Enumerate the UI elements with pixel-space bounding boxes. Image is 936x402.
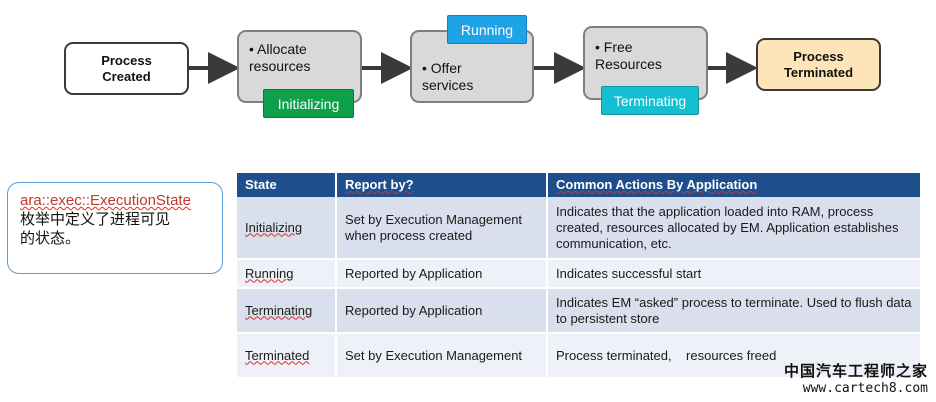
- header-actions: Common Actions By Application: [547, 173, 922, 197]
- header-report-by: Report by?: [336, 173, 548, 197]
- state-table: State Report by? Common Actions By Appli…: [237, 173, 922, 379]
- watermark-cn: 中国汽车工程师之家: [783, 362, 928, 380]
- report-cell: Reported by Application: [336, 288, 548, 334]
- offer-line-2: services: [422, 77, 474, 93]
- note-line-1: ara::exec::ExecutionState: [20, 192, 191, 209]
- report-cell: Set by Execution Management: [336, 333, 548, 379]
- report-cell: Reported by Application: [336, 259, 548, 289]
- state-cell: Initializing: [237, 197, 337, 260]
- badge-initializing: Initializing: [263, 89, 354, 118]
- badge-terminating: Terminating: [601, 86, 699, 115]
- allocate-line-2: resources: [249, 58, 311, 74]
- execution-state-note: ara::exec::ExecutionState 枚举中定义了进程可见 的状态…: [7, 182, 223, 274]
- actions-cell: Indicates EM “asked” process to terminat…: [547, 288, 922, 334]
- actions-cell: Process terminated, resources freed: [547, 333, 922, 379]
- watermark-url: www.cartech8.com: [802, 381, 928, 396]
- state-cell: Terminated: [237, 333, 337, 379]
- free-line-2: Resources: [595, 56, 662, 72]
- state-cell: Terminating: [237, 288, 337, 334]
- process-created-node: Process Created: [64, 42, 189, 95]
- note-line-2: 枚举中定义了进程可见: [20, 211, 171, 228]
- actions-cell: Indicates successful start: [547, 259, 922, 289]
- actions-cell: Indicates that the application loaded in…: [547, 197, 922, 260]
- state-cell: Running: [237, 259, 337, 289]
- badge-running: Running: [447, 15, 527, 44]
- free-line-1: • Free: [595, 39, 633, 55]
- table-row: Terminated Set by Execution Management P…: [237, 333, 922, 379]
- flow-arrows: [189, 52, 758, 84]
- report-cell: Set by Execution Management when process…: [336, 197, 548, 260]
- header-state: State: [237, 173, 337, 197]
- offer-line-1: • Offer: [422, 60, 462, 76]
- table-row: Running Reported by Application Indicate…: [237, 259, 922, 289]
- watermark: 中国汽车工程师之家 www.cartech8.com: [784, 360, 928, 396]
- allocate-line-1: • Allocate: [249, 41, 307, 57]
- table-row: Terminating Reported by Application Indi…: [237, 288, 922, 334]
- table-row: Initializing Set by Execution Management…: [237, 197, 922, 260]
- note-line-3: 的状态。: [20, 230, 81, 247]
- process-terminated-node: Process Terminated: [756, 38, 881, 91]
- table-header-row: State Report by? Common Actions By Appli…: [237, 173, 922, 197]
